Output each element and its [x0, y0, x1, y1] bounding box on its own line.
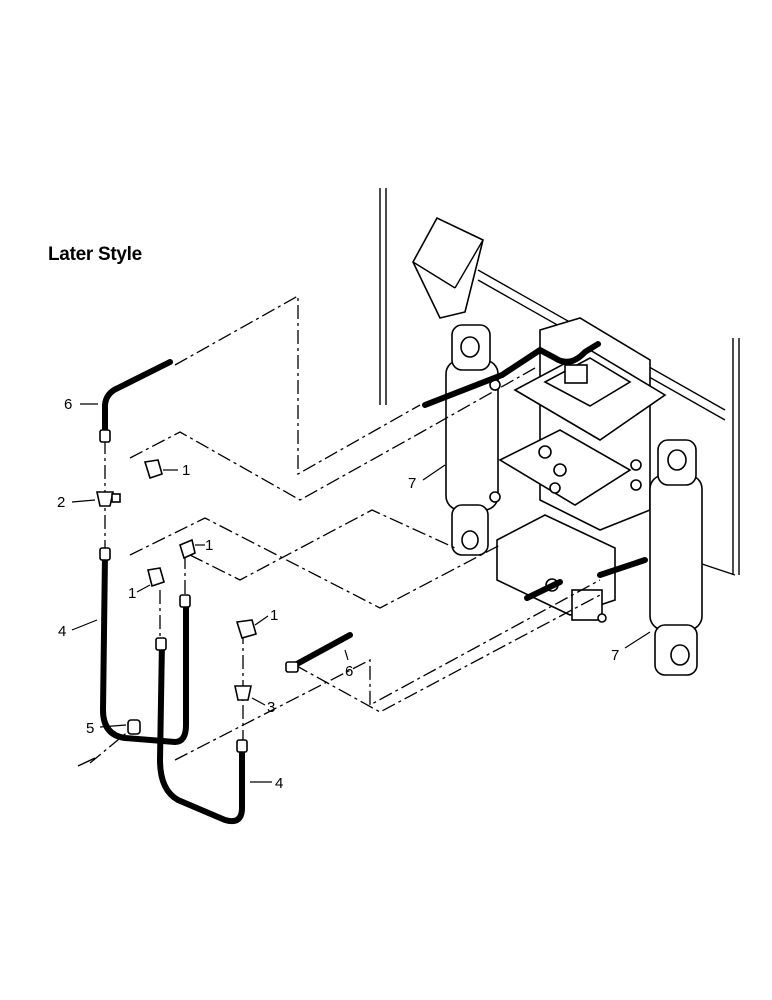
hoses: [100, 341, 648, 825]
callout-2: 2: [57, 494, 65, 511]
hydraulic-cylinder-right: [649, 439, 703, 676]
callout-3: 3: [267, 699, 275, 716]
callout-1-middle: 1: [205, 537, 213, 554]
callout-4-upper: 4: [58, 623, 66, 640]
callout-5: 5: [86, 720, 94, 737]
callout-labels: 6 1 2 1 1 4 1 3 5 4 6 7 7: [57, 396, 619, 792]
diagram-title: Later Style: [48, 244, 142, 265]
routing-lines: [89, 294, 601, 764]
callout-1-lower: 1: [270, 607, 278, 624]
hydraulic-cylinder-left: [445, 324, 501, 556]
mounting-structure: [496, 317, 667, 623]
callout-1-upper: 1: [182, 462, 190, 479]
callout-6-upper: 6: [64, 396, 72, 413]
callout-4-lower: 4: [275, 775, 283, 792]
upper-bracket: [412, 216, 484, 319]
leader-lines: [71, 403, 651, 783]
callout-7-lower: 7: [611, 647, 619, 664]
callout-6-lower: 6: [345, 663, 353, 680]
callout-1-left: 1: [128, 585, 136, 602]
fittings: [77, 429, 299, 767]
callout-7-upper: 7: [408, 475, 416, 492]
